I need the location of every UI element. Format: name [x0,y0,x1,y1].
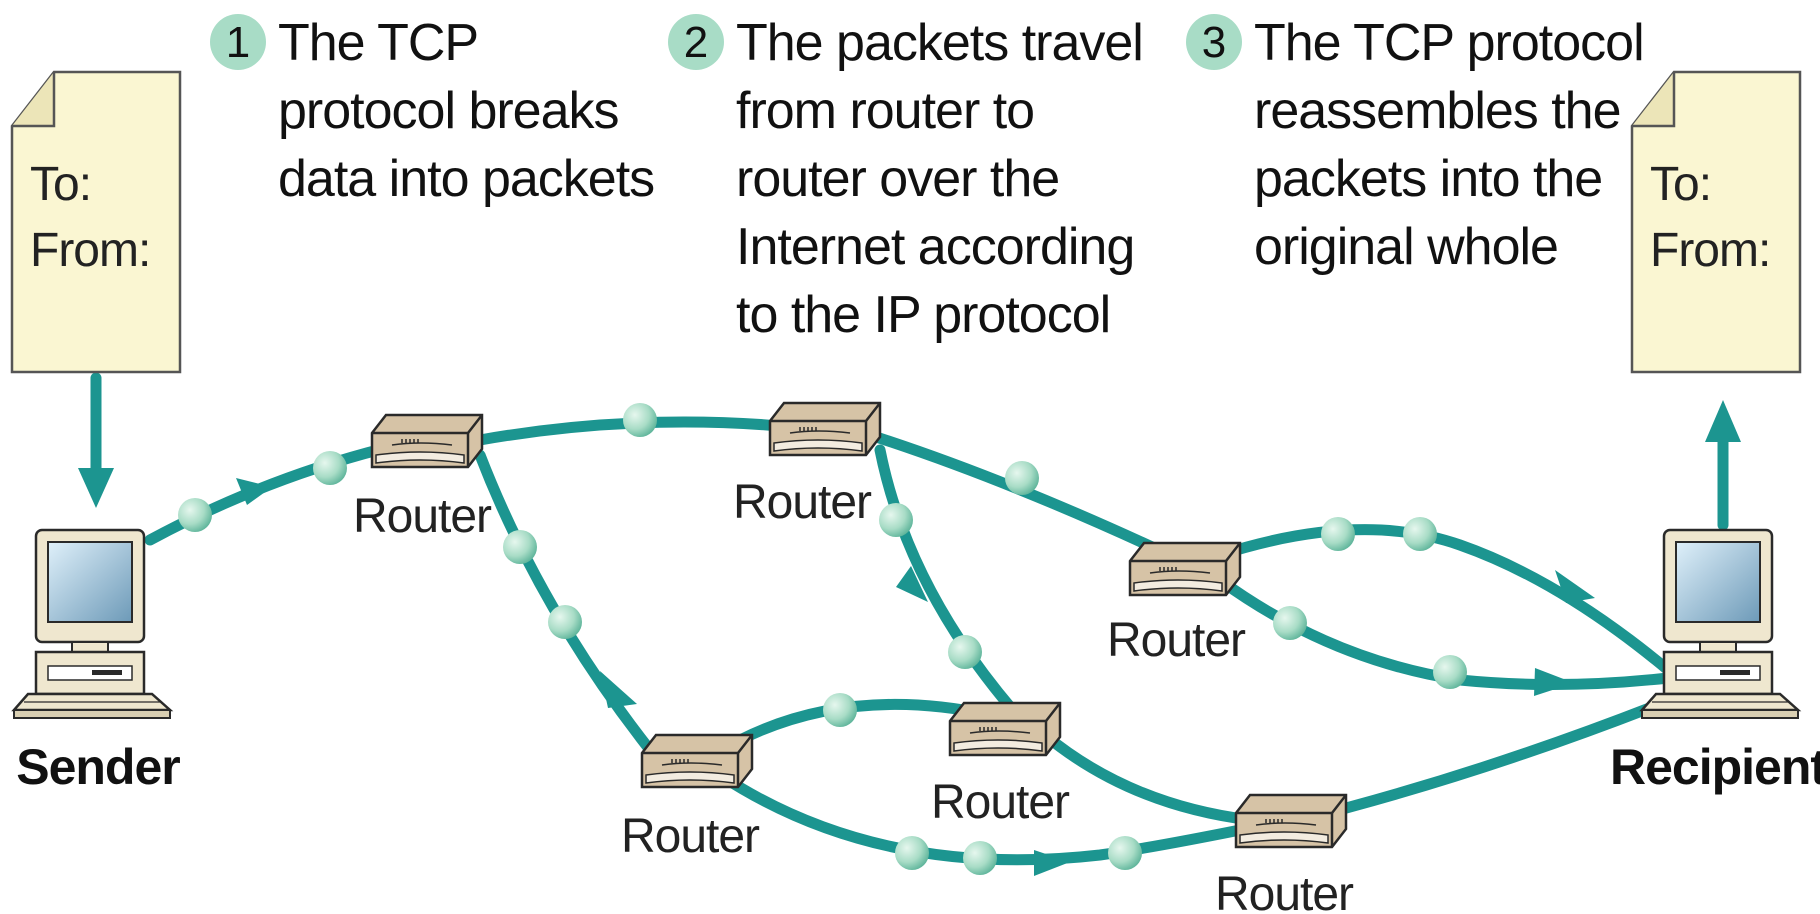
packet [823,693,857,727]
router-icon [370,413,484,469]
link-router2-router3 [864,429,1186,566]
router-6-label: Router [1215,868,1354,914]
link-router5-router6 [1039,729,1256,826]
router-1-label: Router [353,490,492,543]
router-icon [1234,793,1348,849]
recipient-doc-to: To: [1650,158,1711,211]
arrow-router1-router4 [600,671,637,708]
step-3-line-2: reassembles the [1254,82,1621,140]
sender-doc-from: From: [30,224,150,277]
recipient: To: From: Recipient [1610,70,1820,795]
step-3: 3 The TCP protocol reassembles the packe… [1186,14,1645,276]
packet [503,530,537,564]
recipient-computer-icon [1640,528,1800,720]
router-4: Router [621,733,761,863]
router-2: Router [733,401,882,529]
recipient-doc-from: From: [1650,224,1770,277]
sender: To: From: Sender [10,70,182,795]
packets [178,403,1467,875]
step-2: 2 The packets travel from router to rout… [668,14,1144,344]
packet [1005,461,1039,495]
router-5-label: Router [931,776,1070,829]
router-3-label: Router [1107,614,1246,667]
step-1-number: 1 [226,18,250,67]
router-icon [640,733,754,789]
packet [879,503,913,537]
packet [948,635,982,669]
step-2-circle [668,14,724,70]
recipient-label: Recipient [1610,739,1820,795]
step-3-line-4: original whole [1254,218,1558,276]
step-2-line-5: to the IP protocol [736,286,1110,344]
router-2-label: Router [733,476,872,529]
step-2-line-3: router over the [736,150,1059,208]
router-icon [768,401,882,457]
sender-doc-to: To: [30,158,91,211]
step-2-line-4: Internet according [736,218,1134,276]
network-links [90,372,1729,866]
packet [1273,606,1307,640]
packet [1321,517,1355,551]
arrow-up-recipient [1705,400,1741,442]
router-icon [948,701,1062,757]
packet [1433,655,1467,689]
step-3-line-3: packets into the [1254,150,1602,208]
router-1: Router [353,413,493,543]
packet [963,841,997,875]
router-3: Router [1107,541,1247,667]
step-3-circle [1186,14,1242,70]
sender-document-icon [10,70,182,374]
step-2-line-1: The packets travel [736,14,1143,72]
packet [1108,836,1142,870]
link-router3-recipient-upper [1214,524,1674,676]
recipient-document-icon [1630,70,1802,374]
packet [623,403,657,437]
step-1-line-2: protocol breaks [278,82,619,140]
arrow-router4-router6 [1034,850,1070,876]
link-router1-router4 [474,449,656,756]
step-1-line-1: The TCP [278,14,478,72]
step-1: 1 The TCP protocol breaks data into pack… [210,14,655,208]
link-router4-router5 [734,698,996,746]
step-3-number: 3 [1202,18,1226,67]
packet [178,498,212,532]
router-6: Router [1215,793,1355,914]
step-2-number: 2 [684,18,708,67]
arrow-router2-router6 [896,566,928,602]
arrow-router3-recipient-upper [1555,570,1595,603]
arrowheads [78,400,1741,876]
sender-computer-icon [12,528,172,720]
link-router6-recipient [1294,694,1676,826]
packet [548,605,582,639]
packet [895,836,929,870]
arrow-router3-recipient-lower [1534,668,1574,696]
link-router4-router6 [714,769,1246,866]
packet [313,451,347,485]
router-4-label: Router [621,810,760,863]
step-1-line-3: data into packets [278,150,654,208]
packet [1403,517,1437,551]
step-2-line-2: from router to [736,82,1034,140]
router-icon [1128,541,1242,597]
step-1-circle [210,14,266,70]
step-3-line-1: The TCP protocol [1254,14,1644,72]
link-router2-router6 [874,444,1041,741]
arrow-sender-router1 [236,478,272,505]
sender-label: Sender [16,739,180,795]
router-5: Router [931,701,1071,829]
arrow-down-sender [78,468,114,508]
